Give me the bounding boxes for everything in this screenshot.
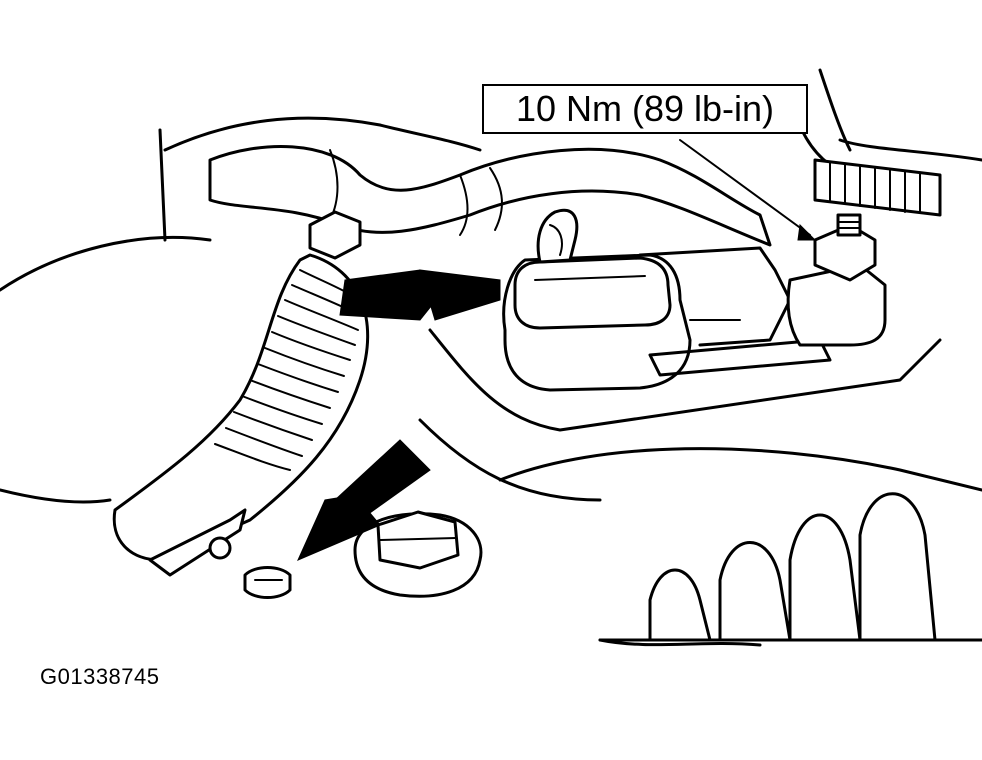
coolant-hose (208, 144, 772, 247)
mounting-bracket (638, 246, 832, 377)
arrow-to-ground-bolt (297, 439, 431, 561)
central-bolt (353, 510, 483, 598)
torque-callout: 10 Nm (89 lb-in) (482, 84, 808, 134)
conduit-clip (148, 508, 247, 577)
corrugated-conduit (112, 253, 370, 562)
figure-id: G01338745 (40, 664, 160, 689)
ground-bolt (243, 566, 292, 599)
right-stud-nut (786, 213, 887, 347)
front-bracket (418, 328, 942, 502)
torque-leader-line (679, 139, 817, 241)
upper-right-harness (813, 158, 942, 217)
sensor-connector (502, 208, 692, 392)
upper-left-nut (308, 210, 362, 260)
arrow-to-connector (339, 269, 501, 321)
cooling-fins (498, 447, 982, 642)
